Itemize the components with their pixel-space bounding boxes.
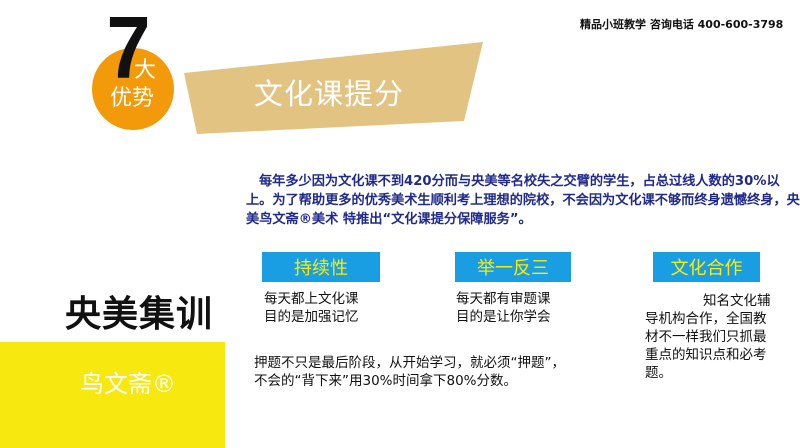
intro-paragraph: 每年多少因为文化课不到420分而与央美等名校失之交臂的学生，占总过线人数的30%…: [246, 174, 800, 227]
feature-tag-continuity: 持续性: [262, 252, 380, 282]
feature-desc-cooperation: 知名文化辅导机构合作，全国教材不一样我们只抓最重点的知识点和必考题。: [645, 293, 771, 381]
feature-tag-cooperation: 文化合作: [653, 252, 760, 282]
badge-number: 7: [106, 0, 151, 97]
bottom-note: 押题不只是最后阶段，从开始学习，就必须“押题”， 不会的“背下来”用30%时间拿…: [254, 354, 634, 390]
brand-name: 鸟文斋®: [80, 370, 176, 398]
bottom-note-line: 押题不只是最后阶段，从开始学习，就必须“押题”，: [254, 355, 565, 371]
feature-desc-inference: 每天都有审题课 目的是让你学会: [456, 290, 596, 326]
brand-block: [0, 342, 225, 448]
feature-desc-line: 每天都上文化课: [264, 291, 359, 307]
feature-desc-line: 目的是让你学会: [456, 309, 551, 325]
badge-circle: [92, 48, 174, 130]
banner-title: 文化课提分: [254, 77, 405, 111]
feature-desc-continuity: 每天都上文化课 目的是加强记忆: [264, 290, 404, 326]
bottom-note-line: 不会的“背下来”用30%时间拿下80%分数。: [254, 373, 517, 389]
feature-desc-line: 目的是加强记忆: [264, 309, 359, 325]
contact-info: 精品小班教学 咨询电话 400-600-3798: [580, 18, 784, 31]
badge-char-top: 大: [134, 58, 157, 83]
school-title: 央美集训: [65, 294, 214, 335]
feature-tag-inference: 举一反三: [455, 252, 571, 282]
badge-char-bottom: 优势: [110, 86, 155, 111]
feature-desc-line: 每天都有审题课: [456, 291, 551, 307]
